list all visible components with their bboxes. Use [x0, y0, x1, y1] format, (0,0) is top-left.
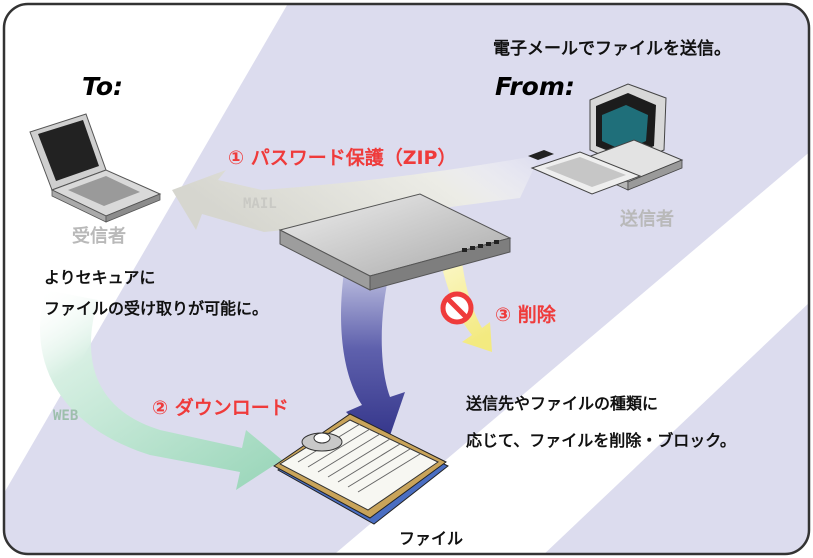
block-note-line: 送信先やファイルの種類に	[466, 394, 659, 413]
server-appliance-icon	[278, 193, 512, 291]
prohibited-icon	[440, 291, 474, 325]
secure-note-line: よりセキュアに	[44, 268, 156, 287]
to-label: To:	[82, 72, 124, 101]
from-label: From:	[495, 72, 575, 101]
file-download-arrow	[341, 265, 405, 450]
recipient-label: 受信者	[72, 226, 126, 247]
diagram-title: 電子メールでファイルを送信。	[493, 39, 731, 59]
step3-label: ③ 削除	[495, 304, 556, 326]
file-label: ファイル	[399, 529, 464, 548]
block-note-line: 応じて、ファイルを削除・ブロック。	[466, 431, 736, 450]
clipboard-file-icon	[273, 413, 449, 525]
mail-arrow	[172, 155, 540, 232]
sender-label: 送信者	[620, 209, 674, 230]
step1-label: ① パスワード保護（ZIP）	[228, 147, 457, 169]
laptop-icon	[29, 113, 162, 223]
step2-label: ② ダウンロード	[152, 397, 289, 419]
secure-note-line: ファイルの受け取りが可能に。	[44, 299, 269, 318]
block-note: 送信先やファイルの種類に 応じて、ファイルを削除・ブロック。	[466, 385, 736, 459]
desktop-computer-icon	[528, 83, 684, 195]
web-label: WEB	[53, 408, 79, 424]
mail-label: MAIL	[243, 196, 277, 212]
secure-note: よりセキュアに ファイルの受け取りが可能に。	[44, 262, 268, 324]
web-arrow	[39, 290, 282, 490]
